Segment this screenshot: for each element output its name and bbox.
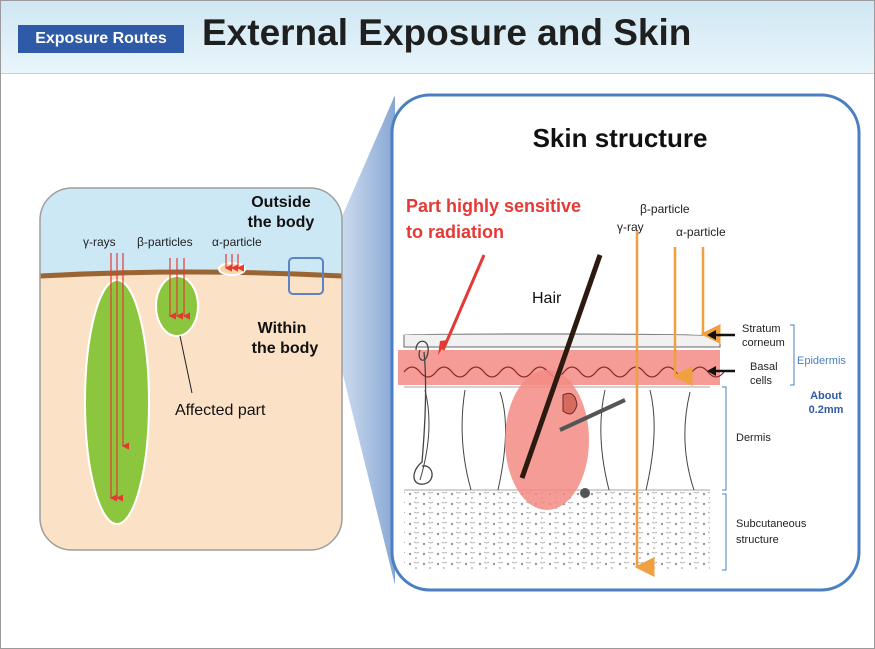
outside-body-label-1: Outside	[251, 194, 311, 211]
subcutaneous-label-2: structure	[736, 534, 779, 546]
about-label-1: About	[810, 390, 842, 402]
gamma-ray-label: γ-ray	[617, 220, 644, 234]
sensitive-part-label-1: Part highly sensitive	[406, 196, 581, 216]
within-body-label-1: Within	[258, 320, 307, 337]
beta-particle-label: β-particle	[640, 202, 690, 216]
stratum-corneum-layer	[404, 334, 720, 347]
beta-particles-label: β-particles	[137, 235, 193, 249]
basal-label-1: Basal	[750, 361, 778, 373]
subcutaneous-label-1: Subcutaneous	[736, 518, 807, 530]
within-body-label-2: the body	[252, 340, 319, 357]
skin-structure-title: Skin structure	[533, 123, 708, 153]
alpha-particle-skin-label: α-particle	[676, 225, 726, 239]
alpha-particle-label: α-particle	[212, 235, 262, 249]
stratum-label-2: corneum	[742, 337, 785, 349]
epidermis-label: Epidermis	[797, 355, 846, 367]
hair-label: Hair	[532, 290, 562, 307]
sensitive-part-label-2: to radiation	[406, 222, 504, 242]
hair-follicle-sensitive-area	[505, 370, 589, 510]
basal-label-2: cells	[750, 375, 773, 387]
affected-part-label: Affected part	[175, 402, 266, 419]
stratum-label-1: Stratum	[742, 323, 781, 335]
dermis-label: Dermis	[736, 432, 771, 444]
gamma-rays-label: γ-rays	[83, 235, 116, 249]
about-label-2: 0.2mm	[809, 404, 844, 416]
outside-body-label-2: the body	[248, 214, 315, 231]
